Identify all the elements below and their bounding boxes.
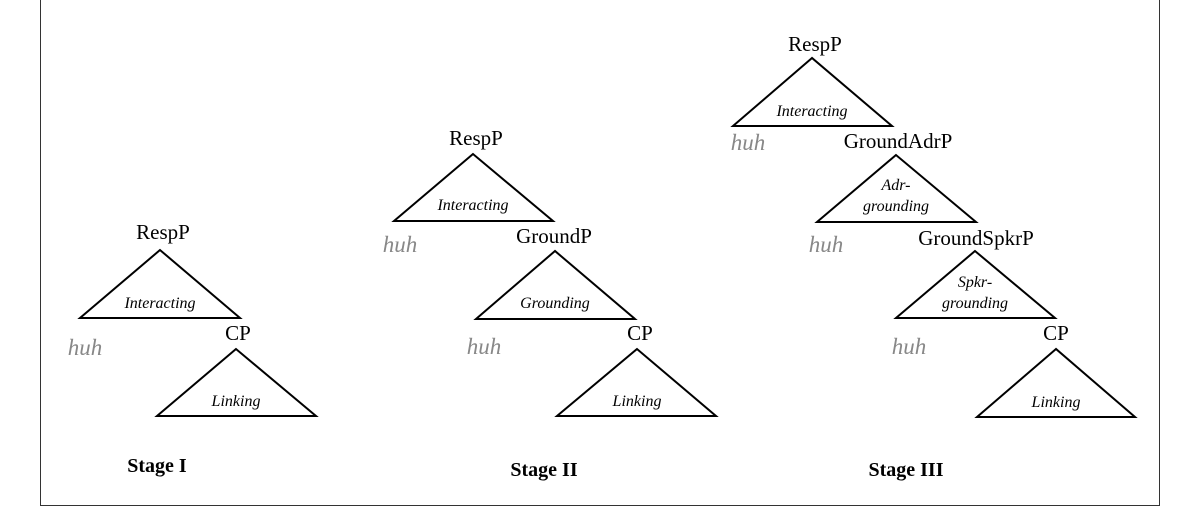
stage3-respp-label: RespP xyxy=(788,32,842,56)
stage2-huh-label-1: huh xyxy=(383,232,418,257)
stage1-huh-label: huh xyxy=(68,335,103,360)
stage1-respp-label: RespP xyxy=(136,220,190,244)
diagram-frame xyxy=(40,0,1160,506)
stage3-huh-label-1: huh xyxy=(731,130,766,155)
stage1-title: Stage I xyxy=(127,455,187,477)
stage-3-tree: RespP Interacting huh GroundAdrP Adr- gr… xyxy=(730,32,1138,481)
stage1-interacting-label: Interacting xyxy=(123,295,195,312)
stage2-groundp-label: GroundP xyxy=(516,224,592,248)
stage1-linking-label: Linking xyxy=(211,393,261,410)
stage3-adr-label-line2: grounding xyxy=(863,198,929,215)
stage3-cp-label: CP xyxy=(1043,321,1069,345)
stage3-spkr-label-line1: Spkr- xyxy=(958,274,992,291)
stage3-groundspkrp-label: GroundSpkrP xyxy=(918,226,1034,250)
stage3-groundadrp-label: GroundAdrP xyxy=(844,129,953,153)
stage2-huh-label-2: huh xyxy=(467,334,502,359)
stage3-spkr-label-line2: grounding xyxy=(942,295,1008,312)
stage3-interacting-triangle xyxy=(730,56,895,127)
stage2-linking-label: Linking xyxy=(612,393,662,410)
stage2-respp-label: RespP xyxy=(449,126,503,150)
stage3-linking-triangle xyxy=(974,347,1138,418)
stage-2-tree: RespP Interacting huh GroundP Grounding … xyxy=(383,126,719,481)
stage3-spkr-grounding-triangle xyxy=(893,249,1058,319)
stage3-huh-label-2: huh xyxy=(809,232,844,257)
stage3-linking-label: Linking xyxy=(1031,394,1081,411)
stage3-adr-grounding-triangle xyxy=(814,153,979,223)
stage2-linking-triangle xyxy=(554,347,719,417)
stage2-title: Stage II xyxy=(510,459,577,481)
stage2-interacting-triangle xyxy=(391,152,556,222)
stage2-interacting-label: Interacting xyxy=(436,197,508,214)
stage2-grounding-label: Grounding xyxy=(520,295,590,312)
stage2-grounding-triangle xyxy=(473,249,638,320)
stage3-title: Stage III xyxy=(868,459,943,481)
stage3-adr-label-line1: Adr- xyxy=(880,177,910,194)
stage3-interacting-label: Interacting xyxy=(775,103,847,120)
stage1-linking-triangle xyxy=(154,347,319,417)
stage3-huh-label-3: huh xyxy=(892,334,927,359)
stage2-cp-label: CP xyxy=(627,321,653,345)
stage-1-tree: RespP Interacting huh CP Linking Stage I xyxy=(68,220,319,477)
stage1-cp-label: CP xyxy=(225,321,251,345)
stage1-interacting-triangle xyxy=(77,248,243,319)
